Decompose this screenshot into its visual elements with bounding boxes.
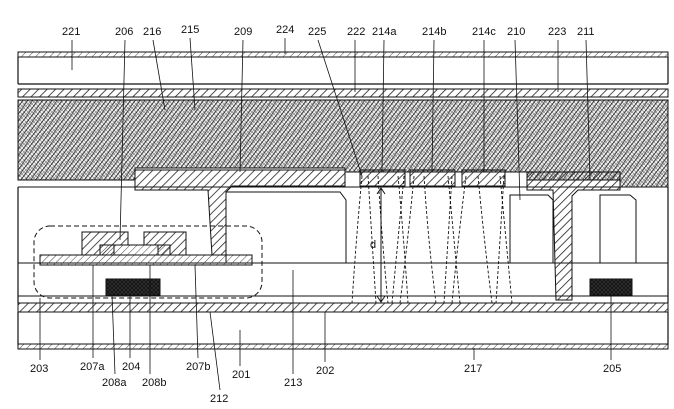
label-217: 217 [464, 363, 482, 375]
label-203: 203 [30, 363, 48, 375]
label-224: 224 [276, 24, 294, 36]
label-222: 222 [347, 26, 365, 38]
label-215: 215 [181, 24, 199, 36]
label-208b: 208b [142, 377, 166, 389]
dimension-label-d: d [370, 239, 376, 251]
label-214b: 214b [422, 26, 446, 38]
bottom-labels: 203 207a 204 208a 208b 207b 201 212 213 … [30, 361, 621, 405]
label-223: 223 [548, 26, 566, 38]
label-221: 221 [62, 26, 80, 38]
label-209: 209 [234, 26, 252, 38]
electrode-layer-222 [18, 89, 668, 97]
top-substrate-layer [18, 52, 668, 84]
label-207b: 207b [186, 361, 210, 373]
label-206: 206 [115, 26, 133, 38]
label-201: 201 [232, 369, 250, 381]
insulator-213 [226, 192, 636, 263]
label-204: 204 [122, 361, 140, 373]
label-211: 211 [577, 26, 595, 38]
label-208a: 208a [102, 377, 127, 389]
label-202: 202 [316, 365, 334, 377]
bottom-substrate-201 [18, 312, 668, 349]
label-210: 210 [507, 26, 525, 38]
label-216: 216 [143, 26, 161, 38]
label-212: 212 [210, 393, 228, 405]
label-205: 205 [603, 363, 621, 375]
label-214a: 214a [372, 26, 397, 38]
common-electrode-layer-202 [18, 303, 668, 312]
label-214c: 214c [472, 26, 496, 38]
label-225: 225 [308, 26, 326, 38]
label-207a: 207a [80, 361, 105, 373]
top-labels: 221 206 216 215 209 224 225 222 214a 214… [62, 24, 595, 38]
label-213: 213 [284, 377, 302, 389]
comb-electrodes-214 [360, 170, 505, 186]
gap-dimension-d: d [370, 188, 385, 302]
